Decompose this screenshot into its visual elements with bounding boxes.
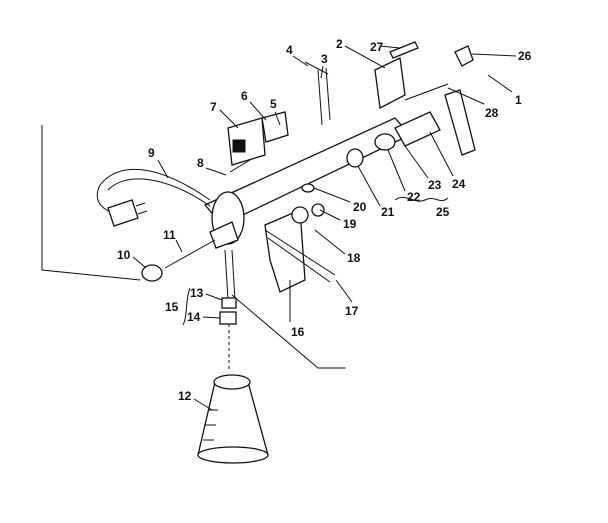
trigger-line-b	[267, 237, 331, 283]
piston-22	[374, 133, 396, 151]
leader-14	[202, 316, 221, 319]
feed-tube	[224, 249, 236, 301]
label-17: 17	[345, 304, 359, 318]
label-7: 7	[210, 100, 217, 114]
label-16: 16	[291, 325, 305, 339]
leader-27	[379, 45, 401, 49]
knob-10	[141, 264, 163, 282]
label-18: 18	[347, 251, 361, 265]
bracket-5-6	[261, 111, 289, 143]
leader-1	[487, 74, 513, 93]
leader-8	[205, 167, 227, 176]
leader-24	[429, 131, 454, 177]
part-19	[311, 203, 325, 217]
label-15: 15	[165, 300, 179, 314]
label-26: 26	[518, 49, 532, 63]
label-4: 4	[286, 43, 293, 57]
pin-27	[389, 41, 419, 59]
label-2: 2	[336, 37, 343, 51]
clip-4-arm	[304, 61, 329, 75]
leader-12	[193, 398, 213, 411]
wire-8	[229, 159, 251, 173]
leader-7	[219, 109, 239, 129]
leader-4	[292, 55, 309, 67]
leader-18	[314, 229, 346, 255]
label-14: 14	[187, 310, 201, 324]
label-19: 19	[343, 217, 357, 231]
jar-base	[197, 446, 269, 464]
switch-block-7	[227, 117, 266, 166]
label-21: 21	[381, 205, 395, 219]
leader-20	[313, 187, 351, 203]
label-11: 11	[163, 228, 176, 242]
brace-15	[182, 287, 191, 326]
jar-mouth	[213, 374, 251, 390]
plug-prongs	[135, 202, 148, 215]
leader-diagonal-bottom	[231, 294, 346, 369]
label-25: 25	[436, 205, 450, 219]
label-1: 1	[515, 93, 522, 107]
label-6: 6	[241, 89, 248, 103]
leader-11	[175, 239, 183, 253]
valve-14	[219, 311, 237, 325]
part-21	[346, 148, 364, 168]
power-cord-inner	[107, 178, 211, 207]
label-23: 23	[428, 178, 442, 192]
leader-21	[357, 165, 381, 207]
switch-terminal	[232, 139, 246, 153]
label-13: 13	[190, 286, 204, 300]
brace-25	[394, 196, 449, 202]
jar-12	[197, 381, 269, 456]
valve-13	[221, 297, 237, 309]
spring-28	[404, 83, 449, 101]
nozzle	[209, 221, 239, 249]
leader-17	[335, 279, 353, 303]
needle-11	[164, 239, 216, 269]
power-cord	[97, 168, 211, 216]
label-27: 27	[370, 40, 384, 54]
leader-13	[205, 293, 223, 301]
leader-26	[471, 53, 517, 57]
leader-10	[132, 256, 147, 269]
spring-clip-3-4	[317, 67, 331, 126]
leader-6	[249, 101, 267, 121]
label-10: 10	[117, 248, 131, 262]
part-18	[291, 206, 309, 224]
label-22: 22	[407, 190, 421, 204]
part-20	[301, 183, 315, 193]
leader-28	[447, 87, 485, 105]
trigger-line-a	[264, 229, 336, 276]
label-8: 8	[197, 156, 204, 170]
label-9: 9	[148, 146, 155, 160]
leader-9	[157, 159, 169, 179]
label-28: 28	[485, 106, 499, 120]
leader-lines	[132, 45, 517, 411]
label-24: 24	[452, 177, 466, 191]
power-plug	[107, 199, 139, 227]
label-12: 12	[178, 389, 192, 403]
jar-graduations	[203, 409, 218, 441]
leader-5	[274, 111, 281, 126]
leader-10-long	[41, 125, 141, 281]
label-5: 5	[270, 97, 277, 111]
leader-22	[387, 149, 406, 192]
parts-drawing	[41, 41, 476, 464]
clip-26	[454, 45, 474, 67]
label-3: 3	[321, 52, 328, 66]
leader-23	[404, 145, 429, 179]
label-20: 20	[353, 200, 367, 214]
leader-3	[320, 65, 324, 79]
lever-24	[444, 89, 476, 156]
cylinder-23	[394, 111, 441, 147]
part-labels: 1 2 3 4 5 6 7 8 9 10 11 12 13 14 15 16 1…	[117, 37, 532, 403]
leader-2	[344, 45, 386, 69]
leader-19	[319, 209, 341, 221]
rear-housing	[374, 57, 406, 110]
